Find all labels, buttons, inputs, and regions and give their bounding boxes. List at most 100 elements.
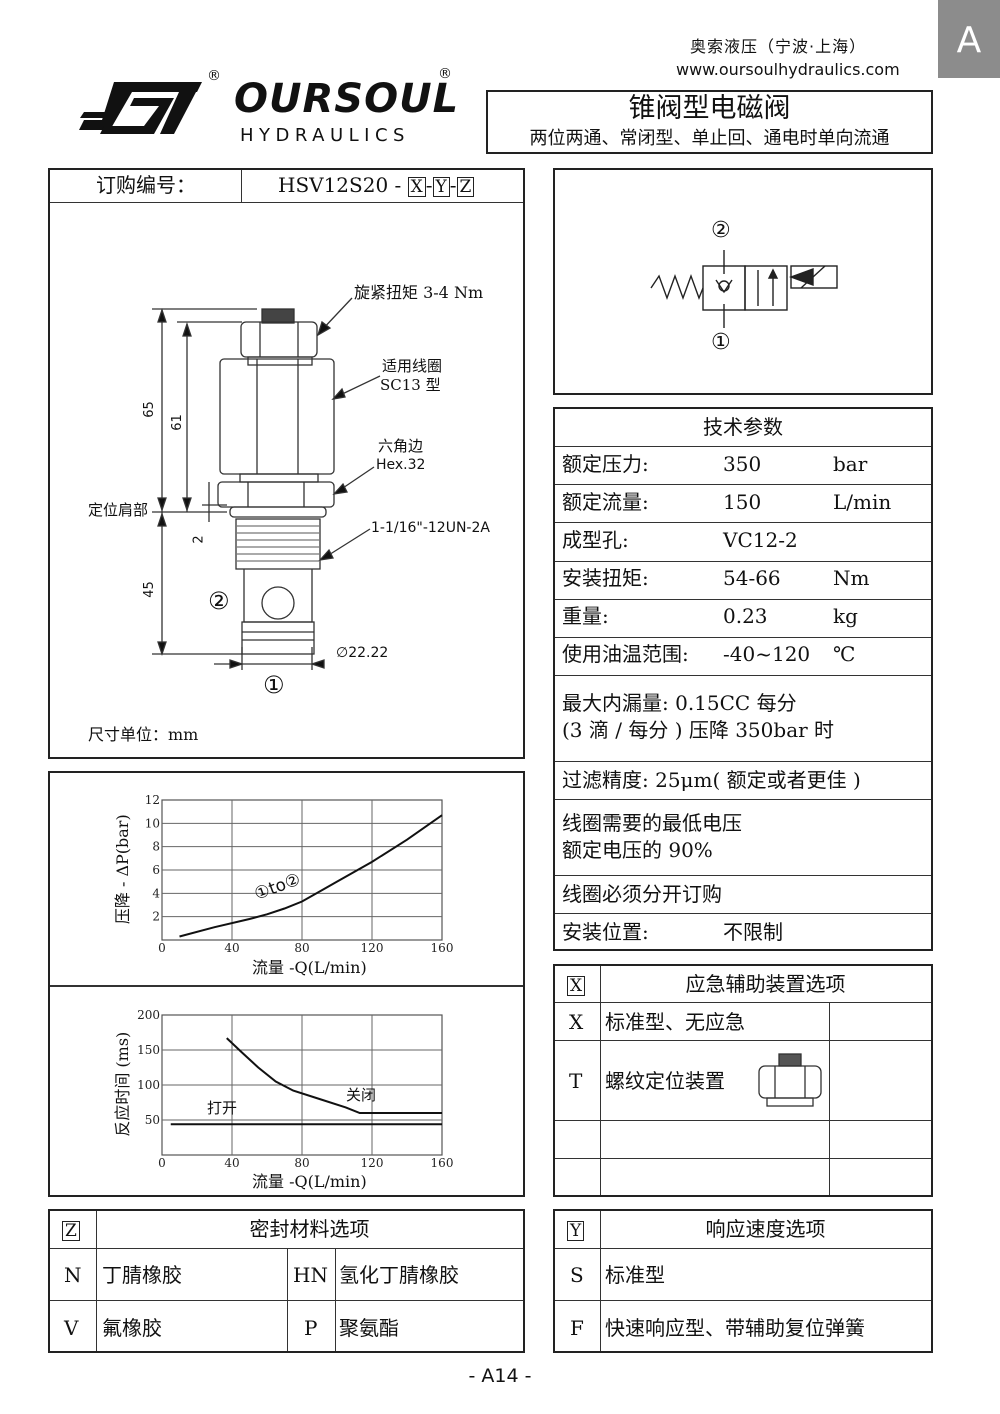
- threaded-override-icon: [758, 1053, 822, 1107]
- chart1-xlabel: 流量 -Q(L/min): [252, 958, 367, 977]
- company-website: www.oursoulhydraulics.com: [676, 60, 900, 79]
- speed-code: F: [570, 1316, 584, 1340]
- t-code: T: [569, 1069, 583, 1093]
- dim-45: 45: [141, 581, 157, 598]
- logo-reg-mark-2: ®: [438, 66, 452, 82]
- shoulder-label: 定位肩部: [88, 501, 149, 519]
- seal-desc: 聚氨酯: [339, 1316, 399, 1340]
- dim-61: 61: [169, 414, 185, 431]
- spec-label: 使用油温范围:: [562, 642, 689, 666]
- speed-desc: 标准型: [605, 1263, 665, 1287]
- chart1-ylabel: 压降 - ΔP(bar): [112, 814, 132, 925]
- logo-reg-mark: ®: [207, 68, 221, 84]
- dim-65: 65: [141, 401, 157, 418]
- t-desc: 螺纹定位装置: [605, 1069, 725, 1093]
- spec-unit: kg: [833, 604, 858, 628]
- logo-wordmark: OURSOUL: [234, 76, 460, 122]
- spec-unit: bar: [833, 452, 868, 476]
- separator: -: [449, 173, 457, 197]
- order-code-value: HSV12S20 - X-Y-Z: [278, 173, 475, 197]
- title-box: 锥阀型电磁阀 两位两通、常闭型、单止回、通电时单向流通: [486, 90, 933, 154]
- spec-unit: L/min: [833, 490, 892, 514]
- response-speed-table: Y 响应速度选项 S 标准型 F 快速响应型、带辅助复位弹簧: [553, 1209, 933, 1353]
- specs-title: 技术参数: [703, 415, 783, 439]
- port-2-label: ②: [208, 587, 230, 615]
- hydraulic-symbol-panel: ② ①: [553, 168, 933, 395]
- option-y-box: Y: [432, 177, 450, 197]
- seal-material-table: Z 密封材料选项 N 丁腈橡胶 HN 氢化丁腈橡胶 V 氟橡胶 P 聚氨酯: [48, 1209, 525, 1353]
- filtration-spec: 过滤精度: 25μm( 额定或者更佳 ): [562, 768, 861, 792]
- spec-value: 150: [723, 490, 762, 514]
- option-x-box: X: [407, 177, 426, 197]
- option-z-box: Z: [456, 177, 475, 197]
- page-title: 锥阀型电磁阀: [628, 93, 791, 124]
- seal-desc: 氢化丁腈橡胶: [339, 1263, 459, 1287]
- seal-desc: 丁腈橡胶: [102, 1263, 182, 1287]
- charts-panel: [48, 771, 525, 1197]
- thread-label: 1-1/16"-12UN-2A: [371, 520, 490, 536]
- spec-label: 重量:: [562, 604, 609, 628]
- company-name: 奥索液压（宁波·上海）: [690, 37, 867, 56]
- hex-size-label: Hex.32: [376, 457, 426, 473]
- spec-unit: Nm: [833, 566, 870, 590]
- torque-label: 旋紧扭矩 3-4 Nm: [354, 283, 484, 302]
- z-key: Z: [62, 1221, 80, 1241]
- chart2-ylabel: 反应时间 (ms): [112, 1031, 132, 1137]
- seal-code: HN: [293, 1263, 328, 1287]
- spec-value: VC12-2: [723, 528, 798, 552]
- spec-unit: ℃: [833, 642, 856, 666]
- seal-desc: 氟橡胶: [102, 1316, 162, 1340]
- seal-code: V: [64, 1316, 79, 1340]
- chart2-series-open: 打开: [207, 1099, 238, 1117]
- symbol-port-2: ②: [711, 218, 731, 243]
- model-number: HSV12S20 -: [278, 173, 402, 197]
- spec-value: 350: [723, 452, 762, 476]
- valve-cutaway-drawing: [152, 297, 381, 670]
- coil-voltage-spec: 线圈需要的最低电压: [562, 811, 742, 835]
- order-code-label: 订购编号：: [96, 173, 196, 197]
- logo-subtext: HYDRAULICS: [240, 125, 410, 146]
- valve-symbol-icon: [650, 250, 838, 328]
- seal-code: P: [304, 1316, 318, 1340]
- x-desc: 标准型、无应急: [605, 1010, 745, 1034]
- chart2-xlabel: 流量 -Q(L/min): [252, 1172, 367, 1191]
- mount-value: 不限制: [723, 920, 783, 944]
- tech-specs-table: 技术参数 额定压力: 350 bar 额定流量: 150 L/min 成型孔: VC12-2 安…: [553, 407, 933, 951]
- z-options-title: 密封材料选项: [249, 1217, 370, 1241]
- spec-value: 0.23: [723, 604, 768, 628]
- mount-label: 安装位置:: [562, 920, 649, 944]
- section-tab: A: [938, 0, 1000, 78]
- spec-value: -40~120: [723, 642, 811, 666]
- x-code: X: [569, 1010, 584, 1034]
- port-1-label: ①: [263, 671, 285, 699]
- x-key: X: [567, 976, 586, 996]
- spec-value: 54-66: [723, 566, 781, 590]
- dim-2: 2: [191, 535, 207, 544]
- coil-label: 适用线圈: [382, 357, 443, 375]
- spec-label: 额定压力:: [562, 452, 649, 476]
- logo-mark-icon: [79, 82, 202, 134]
- speed-code: S: [570, 1263, 584, 1287]
- spec-label: 成型孔:: [562, 528, 629, 552]
- chart2-series-close: 关闭: [346, 1086, 377, 1104]
- spec-label: 安装扭矩:: [562, 566, 649, 590]
- x-options-title: 应急辅助装置选项: [685, 972, 846, 996]
- coil-order-note: 线圈必须分开订购: [562, 882, 722, 906]
- leakage-spec: 最大内漏量: 0.15CC 每分: [562, 691, 797, 715]
- coil-type-label: SC13 型: [380, 376, 441, 394]
- unit-note: 尺寸单位：mm: [88, 725, 199, 744]
- emergency-option-table: X 应急辅助装置选项 X 标准型、无应急 T 螺纹定位装置: [553, 964, 933, 1197]
- dimension-drawing-panel: 订购编号： HSV12S20 - X-Y-Z 旋紧扭矩 3-4 Nm 适用线圈 …: [48, 168, 525, 759]
- symbol-port-1: ①: [711, 330, 731, 355]
- leakage-spec-note: (3 滴 / 每分 ) 压降 350bar 时: [562, 718, 835, 742]
- hex-label: 六角边: [378, 437, 424, 455]
- page-subtitle: 两位两通、常闭型、单止回、通电时单向流通: [529, 128, 890, 149]
- seal-code: N: [64, 1263, 82, 1287]
- coil-voltage-spec-note: 额定电压的 90%: [562, 838, 713, 862]
- speed-desc: 快速响应型、带辅助复位弹簧: [605, 1316, 865, 1340]
- page-number: - A14 -: [468, 1365, 532, 1387]
- y-options-title: 响应速度选项: [705, 1217, 826, 1241]
- spec-label: 额定流量:: [562, 490, 649, 514]
- y-key: Y: [567, 1221, 585, 1241]
- company-logo: ® OURSOUL ® HYDRAULICS: [74, 66, 458, 154]
